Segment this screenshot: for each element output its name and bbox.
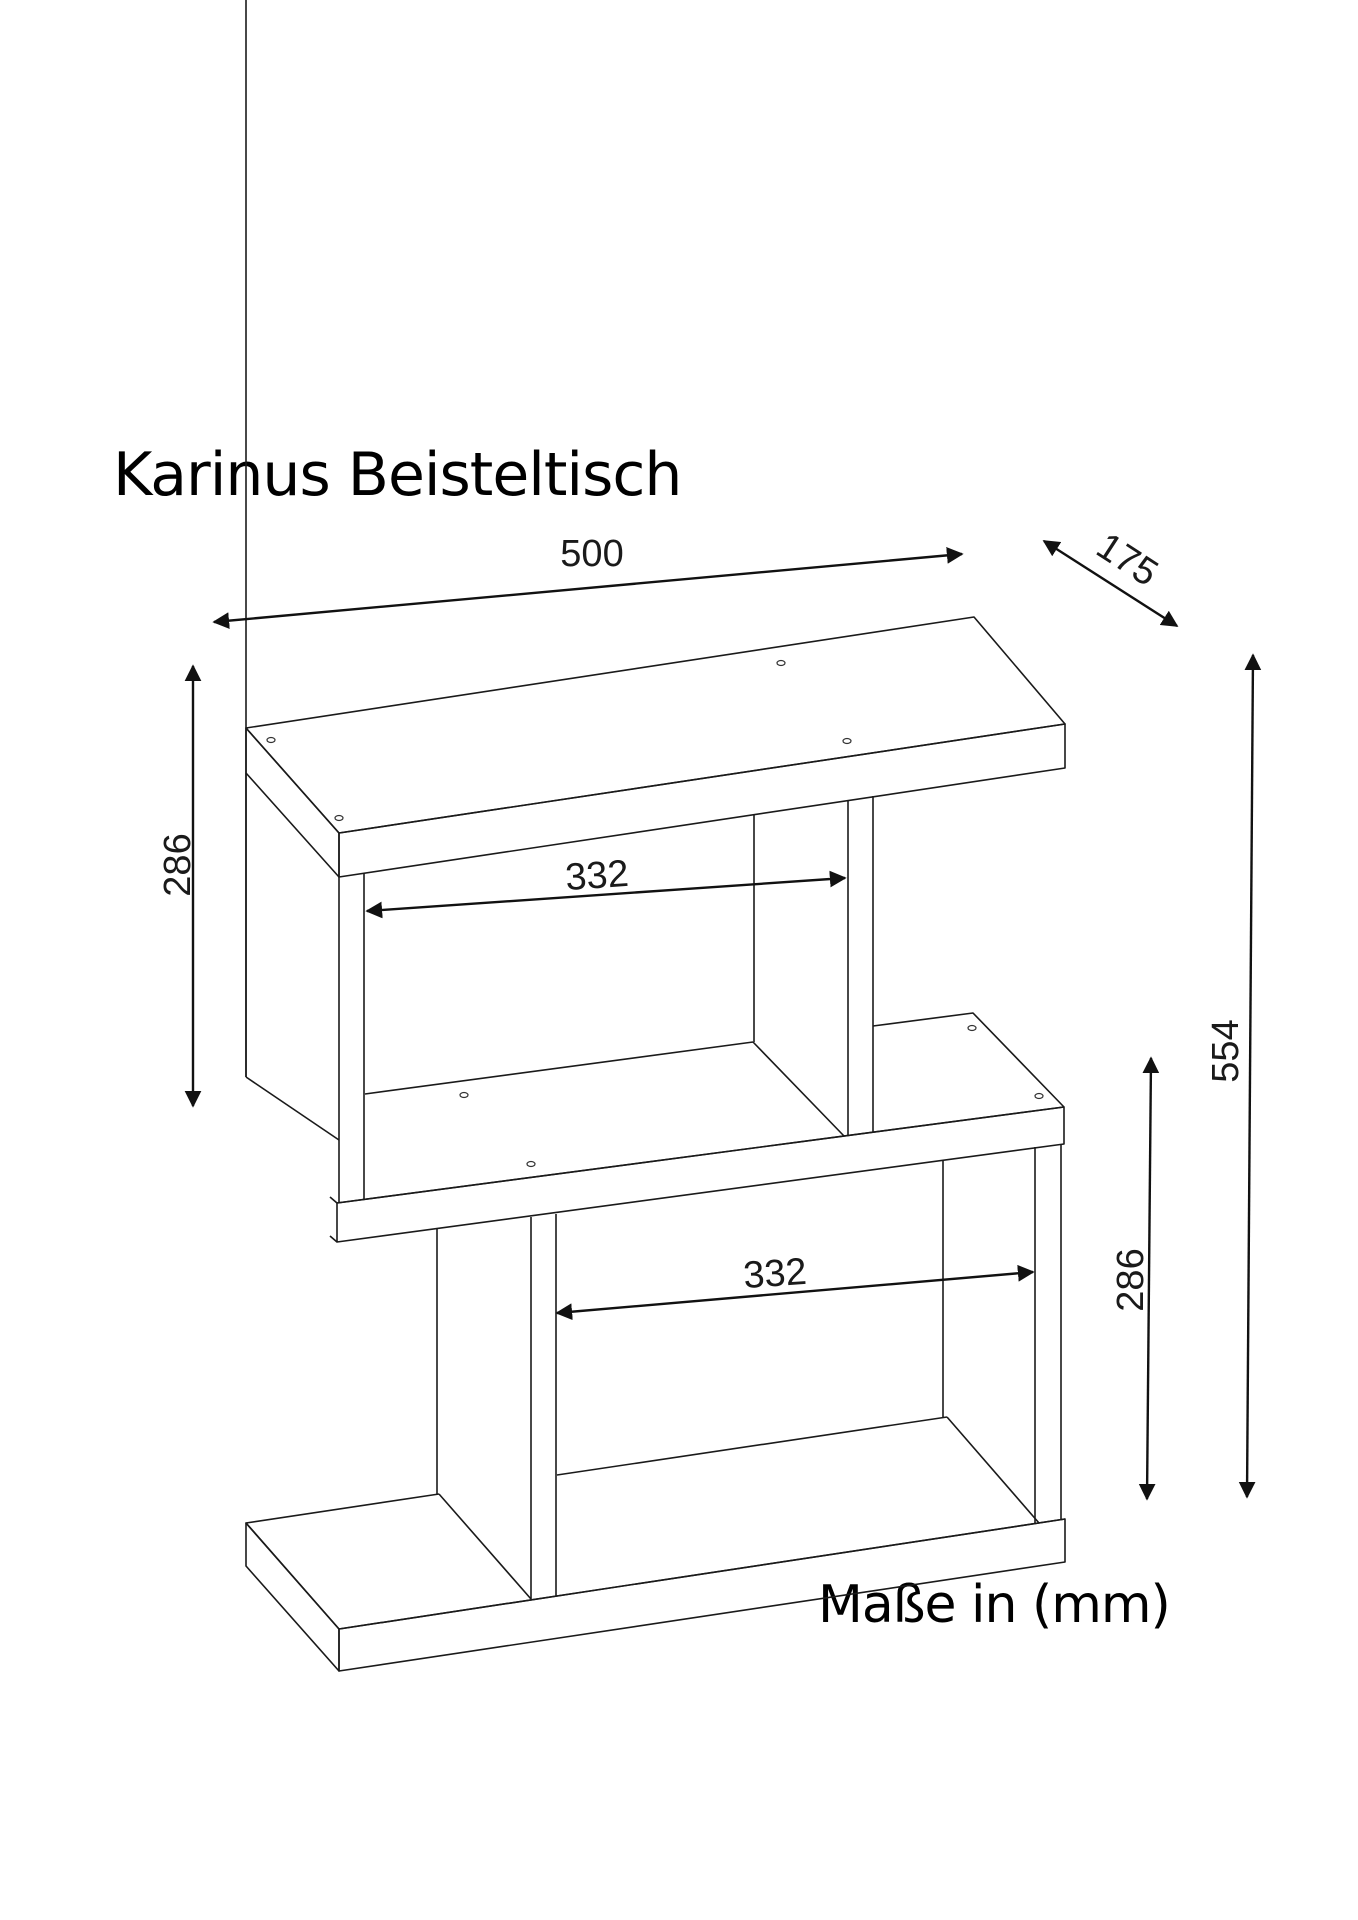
depth-arrow	[1042, 539, 1179, 628]
dimension-lower-height: 286	[1110, 1056, 1160, 1501]
dowel-hole	[842, 737, 852, 745]
dimension-upper-height: 286	[157, 664, 202, 1108]
upper-inner-width-label: 332	[564, 853, 630, 899]
lower-height-label: 286	[1110, 1248, 1152, 1311]
width-label: 500	[560, 533, 623, 575]
upper-left-panel	[245, 773, 365, 1203]
middle-shelf	[245, 0, 1065, 1243]
lower-inner-width-label: 332	[742, 1251, 808, 1297]
top-panel	[245, 616, 1066, 878]
dowel-hole	[459, 1091, 469, 1099]
dimension-upper-inner-width: 332	[365, 853, 847, 919]
upper-divider-panel	[364, 796, 874, 1137]
total-height-arrow	[1238, 653, 1262, 1499]
dowel-hole	[526, 1160, 536, 1168]
upper-height-label: 286	[157, 833, 199, 896]
width-arrow	[212, 547, 964, 629]
dowel-hole	[334, 814, 344, 822]
dimension-width: 500	[212, 533, 964, 629]
lower-inner-width-arrow	[555, 1264, 1035, 1321]
dimension-depth: 175	[1042, 525, 1179, 628]
upper-inner-width-arrow	[365, 870, 847, 919]
lower-right-panel	[556, 1144, 1062, 1524]
total-height-label: 554	[1205, 1019, 1247, 1082]
depth-label: 175	[1089, 525, 1165, 595]
dimension-total-height: 554	[1205, 653, 1262, 1499]
dowel-hole	[776, 659, 786, 667]
units-note: Maße in (mm)	[818, 1575, 1171, 1635]
lower-divider-panel	[436, 1214, 557, 1599]
lower-height-arrow	[1138, 1056, 1160, 1501]
bottom-plate	[245, 1493, 1066, 1672]
dowel-hole	[967, 1024, 977, 1032]
dimension-lower-inner-width: 332	[555, 1251, 1035, 1321]
product-title: Karinus Beisteltisch	[113, 440, 682, 510]
dowel-hole	[266, 736, 276, 744]
dowel-hole	[1034, 1092, 1044, 1100]
